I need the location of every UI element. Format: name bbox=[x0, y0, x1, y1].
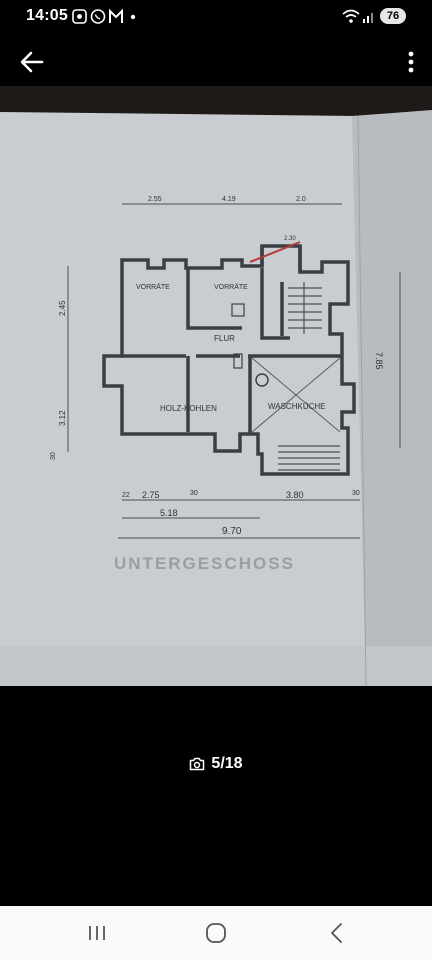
home-icon bbox=[206, 923, 226, 943]
room-label-holz-kohlen: HOLZ-KOHLEN bbox=[160, 404, 217, 413]
status-system-icons bbox=[342, 9, 373, 23]
status-time: 14:05 bbox=[26, 7, 68, 24]
wifi-icon bbox=[342, 9, 360, 23]
image-counter: 5/18 bbox=[0, 755, 432, 777]
recent-apps-icon bbox=[89, 926, 105, 940]
room-label-flur: FLUR bbox=[214, 334, 235, 343]
dim-top-1: 2.55 bbox=[148, 196, 162, 203]
more-vertical-icon bbox=[408, 51, 414, 73]
room-label-waschkueche: WASCHKÜCHE bbox=[268, 402, 326, 411]
screen-record-icon bbox=[72, 9, 87, 24]
room-label-vorraete-right: VORRÄTE bbox=[214, 284, 248, 291]
dim-sum-1: 5.18 bbox=[160, 508, 178, 518]
dim-right-total: 7.85 bbox=[374, 352, 384, 370]
app-bar bbox=[0, 34, 432, 86]
floor-plan-image bbox=[0, 86, 432, 686]
status-bar: 14:05 76 bbox=[0, 0, 432, 34]
home-button[interactable] bbox=[203, 920, 229, 946]
back-button[interactable] bbox=[18, 48, 46, 76]
dot-icon bbox=[130, 14, 136, 20]
system-nav-bar bbox=[0, 906, 432, 960]
status-notification-icons bbox=[72, 8, 136, 24]
room-label-vorraete-left: VORRÄTE bbox=[136, 284, 170, 291]
battery-indicator: 76 bbox=[380, 8, 406, 24]
arrow-left-icon bbox=[20, 51, 44, 73]
signal-icon bbox=[363, 13, 373, 23]
nav-back-button[interactable] bbox=[324, 920, 350, 946]
dim-sum-total: 9.70 bbox=[222, 526, 242, 537]
dim-bottom-left: 22 bbox=[122, 492, 130, 499]
dim-top-2: 4.19 bbox=[222, 196, 236, 203]
nav-back-icon bbox=[331, 923, 342, 943]
dim-bottom-4: 30 bbox=[352, 490, 360, 497]
photo-viewer[interactable]: VORRÄTE VORRÄTE FLUR HOLZ-KOHLEN WASCHKÜ… bbox=[0, 86, 432, 686]
dim-bottom-2: 30 bbox=[190, 490, 198, 497]
whatsapp-icon bbox=[90, 9, 106, 24]
image-counter-text: 5/18 bbox=[211, 755, 243, 772]
dim-top-3: 2.0 bbox=[296, 196, 306, 203]
room-label-small: 2.30 bbox=[284, 236, 296, 242]
more-options-button[interactable] bbox=[404, 48, 418, 76]
recent-apps-button[interactable] bbox=[84, 920, 110, 946]
dim-left-1: 2.45 bbox=[58, 300, 67, 316]
floor-plan-title: UNTERGESCHOSS bbox=[114, 554, 295, 573]
dim-left-3: 30 bbox=[50, 452, 57, 460]
camera-icon bbox=[190, 757, 205, 771]
dim-bottom-3: 3.80 bbox=[286, 490, 304, 500]
dim-bottom-1: 2.75 bbox=[142, 490, 160, 500]
dim-left-2: 3.12 bbox=[58, 410, 67, 426]
gmail-icon bbox=[109, 8, 123, 23]
